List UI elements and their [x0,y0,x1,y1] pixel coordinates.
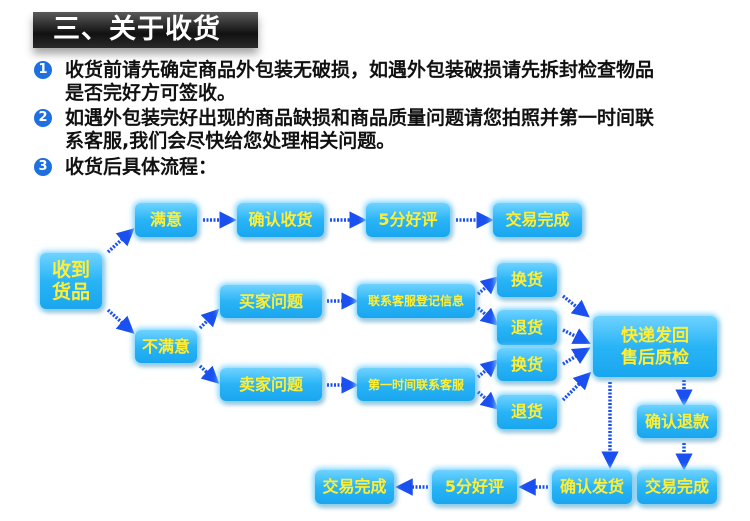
number-badge-1: 1 [34,61,52,79]
note-text: 是否完好方可签收。 [65,82,237,104]
unsatisfied-box: 不满意 [135,330,197,363]
number-badge-2: 2 [34,109,52,127]
confirm-refund-box: 确认退款 [637,405,717,438]
number-badge-3: 3 [34,158,52,176]
ship-back-inspection-box: 快递发回 售后质检 [593,316,717,377]
note-text: 收货前请先确定商品外包装无破损，如遇外包装破损请先拆封检查物品 [65,59,655,81]
deal-complete-box: 交易完成 [637,470,717,504]
deal-complete-box: 交易完成 [493,203,582,237]
note-text: 收货后具体流程： [65,156,218,178]
buyer-issue-box: 买家问题 [220,285,322,318]
confirm-receipt-box: 确认收货 [237,203,324,237]
return-box: 退货 [497,310,557,345]
confirm-shipment-box: 确认发货 [552,470,632,504]
exchange-box: 换货 [497,263,557,297]
good-review-box: 5分好评 [366,203,450,237]
seller-issue-box: 卖家问题 [220,368,322,401]
return-box: 退货 [497,395,557,429]
section-title: 三、关于收货 [33,12,258,48]
note-text: 如遇外包装完好出现的商品缺损和商品质量问题请您拍照并第一时间联 [65,107,655,129]
deal-complete-box: 交易完成 [315,470,394,504]
contact-first-box: 第一时间联系客服 [357,368,475,401]
received-goods-box: 收到 货品 [40,253,102,309]
satisfied-box: 满意 [135,203,197,237]
note-text: 系客服,我们会尽快给您处理相关问题。 [65,130,396,152]
exchange-box: 换货 [497,348,557,381]
contact-register-box: 联系客服登记信息 [357,284,475,318]
good-review-box: 5分好评 [432,470,517,504]
